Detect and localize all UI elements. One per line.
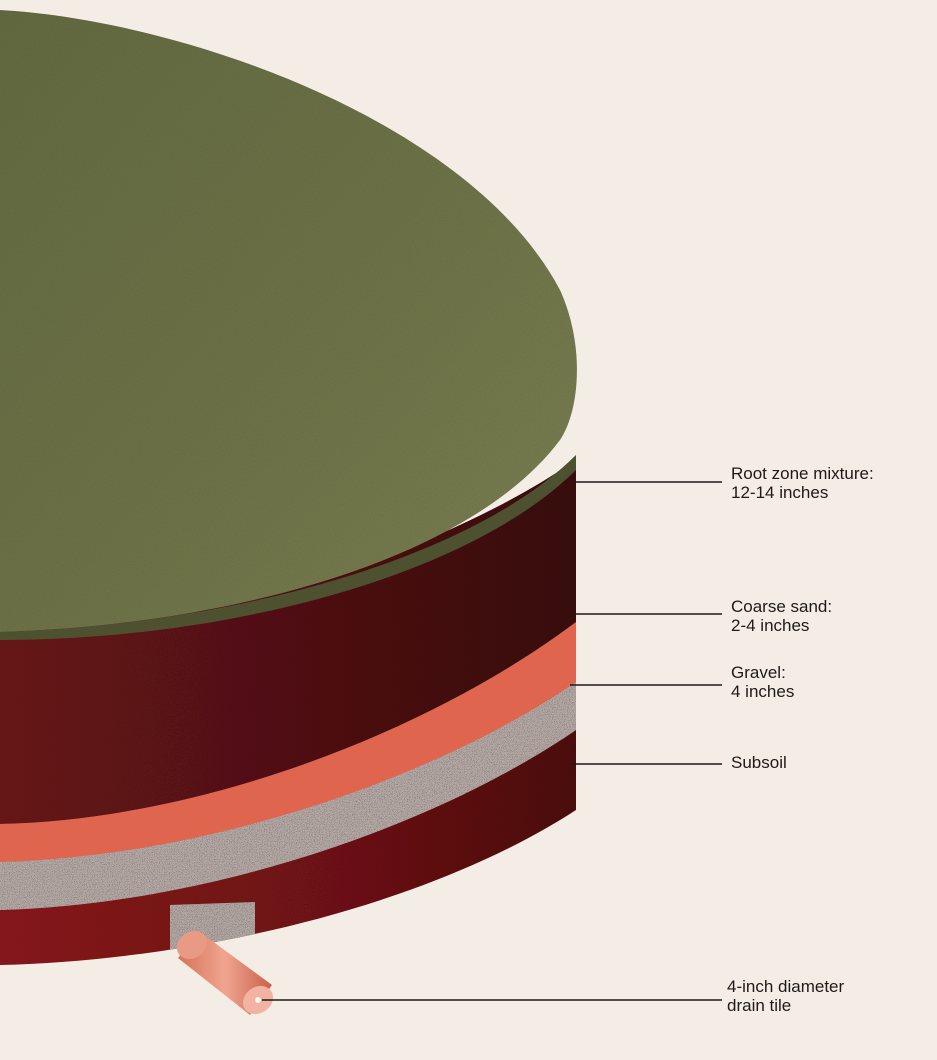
coarse-sand-label: Coarse sand: 2-4 inches bbox=[731, 597, 832, 635]
root-zone-label-line2: 12-14 inches bbox=[731, 483, 874, 502]
root-zone-label: Root zone mixture: 12-14 inches bbox=[731, 464, 874, 502]
drain-tile-label-line1: 4-inch diameter bbox=[727, 977, 844, 996]
drain-tile-label: 4-inch diameter drain tile bbox=[727, 977, 844, 1015]
drain-tile-label-line2: drain tile bbox=[727, 996, 844, 1015]
subsoil-label: Subsoil bbox=[731, 753, 787, 772]
gravel-label-line2: 4 inches bbox=[731, 682, 794, 701]
gravel-label: Gravel: 4 inches bbox=[731, 663, 794, 701]
gravel-label-line1: Gravel: bbox=[731, 663, 794, 682]
root-zone-label-line1: Root zone mixture: bbox=[731, 464, 874, 483]
subsoil-label-line1: Subsoil bbox=[731, 753, 787, 772]
coarse-sand-label-line2: 2-4 inches bbox=[731, 616, 832, 635]
coarse-sand-label-line1: Coarse sand: bbox=[731, 597, 832, 616]
